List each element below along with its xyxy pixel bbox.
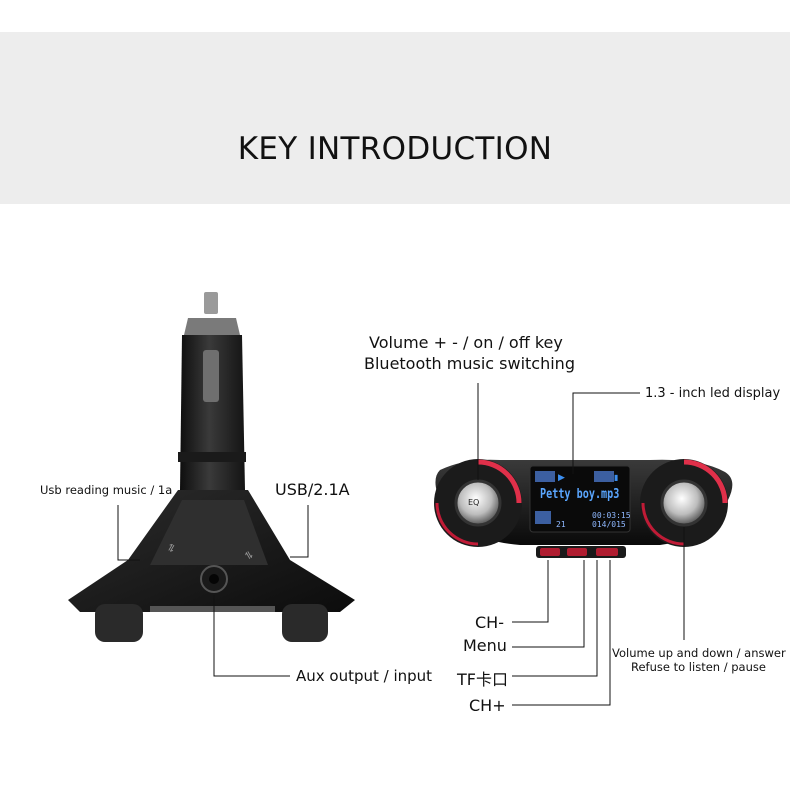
- left-ring-glow: [477, 459, 522, 504]
- plug-body: [180, 335, 245, 490]
- plug-ring: [184, 318, 240, 335]
- ch-minus-button[interactable]: [540, 548, 560, 556]
- tf-label: TF卡口: [457, 670, 508, 689]
- screen-battery-icon: ▮: [614, 473, 618, 482]
- right-ring-glow: [683, 459, 728, 504]
- plug-collar: [178, 452, 246, 462]
- aux-leader: [213, 595, 290, 677]
- volume-key-label: Volume + - / on / off key: [369, 333, 563, 352]
- base-edge: [150, 606, 275, 612]
- chminus-label: CH-: [475, 613, 504, 632]
- screen-channel: 21: [556, 520, 566, 529]
- page-title: KEY INTRODUCTION: [237, 131, 553, 167]
- charger-face: [150, 500, 268, 565]
- aux-label: Aux output / input: [296, 667, 433, 685]
- led-display: [529, 465, 631, 533]
- car-charger: ⇌ ⇌: [68, 292, 355, 677]
- volume-knob[interactable]: [454, 479, 502, 527]
- menu-button[interactable]: [567, 548, 587, 556]
- usb-label: USB/2.1A: [275, 480, 350, 499]
- screen-track: Petty boy.mp3: [540, 487, 620, 502]
- usb-music-leader: [117, 505, 140, 561]
- screen-icon-left: [535, 471, 555, 482]
- left-foot: [95, 604, 143, 642]
- plug-tip: [204, 292, 218, 314]
- display-leader: [572, 392, 640, 474]
- title-banner: KEY INTRODUCTION: [0, 32, 790, 204]
- screen-play-icon: ▶: [558, 473, 565, 483]
- eq-label: EQ: [468, 498, 480, 507]
- usb-music-label: Usb reading music / 1a: [40, 483, 173, 497]
- screen-icon-right: [594, 471, 614, 482]
- menu-leader: [512, 560, 585, 648]
- chminus-leader: [512, 560, 549, 623]
- spring-contact: [203, 350, 219, 402]
- ch-plus-button[interactable]: [596, 548, 618, 556]
- menu-label: Menu: [463, 636, 507, 655]
- tf-leader: [512, 560, 598, 677]
- bt-transmitter: ▶ ▮: [434, 383, 733, 706]
- answer-label-2: Refuse to listen / pause: [631, 660, 766, 674]
- usb-leader: [290, 505, 309, 558]
- chplus-leader: [512, 560, 611, 706]
- chplus-label: CH+: [469, 696, 506, 715]
- aux-hole: [209, 574, 219, 584]
- screen-time: 00:03:15: [592, 511, 631, 520]
- bt-switch-label: Bluetooth music switching: [364, 354, 575, 373]
- answer-label-1: Volume up and down / answer: [612, 646, 786, 660]
- right-ring-glow-b: [641, 502, 685, 546]
- screen-index: 014/015: [592, 520, 626, 529]
- display-label: 1.3 - inch led display: [645, 386, 781, 401]
- screen-icon-bottom: [535, 511, 551, 524]
- right-foot: [282, 604, 328, 642]
- left-ring-glow-b: [435, 502, 479, 546]
- answer-knob[interactable]: [660, 479, 708, 527]
